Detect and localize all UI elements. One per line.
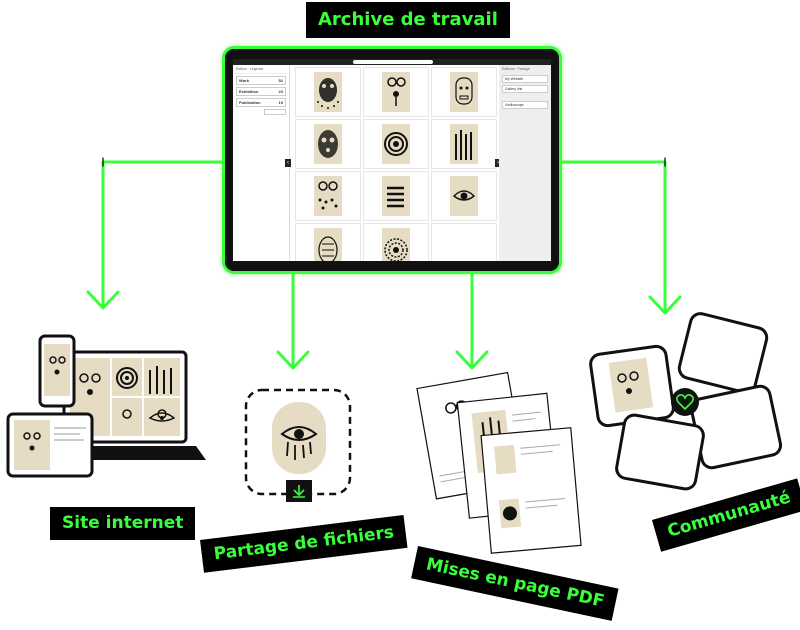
collection-row[interactable]: Exhibition 23 <box>236 87 286 96</box>
chevron-left-icon[interactable]: ‹ <box>285 159 291 167</box>
sharing-panel: Éditions · Partage My Website Gallery li… <box>499 65 551 261</box>
artwork-grid <box>295 67 497 261</box>
artwork-cell[interactable] <box>363 67 429 117</box>
artwork-face-outline <box>455 77 473 105</box>
collection-name: Work <box>239 78 249 83</box>
arrowhead-website <box>86 290 120 310</box>
artwork-fingerprint <box>384 238 408 261</box>
archive-tablet: Édition · Légende Work 52 Exhibition 23 Pu… <box>222 46 562 274</box>
collection-count: 52 <box>278 78 283 83</box>
tablet-topbar <box>233 59 551 65</box>
collection-row[interactable]: Publication 19 <box>236 98 286 107</box>
collection-row[interactable]: Work 52 <box>236 76 286 85</box>
artwork-cell[interactable] <box>295 119 361 169</box>
artwork-eye <box>452 190 476 201</box>
artwork-cell[interactable] <box>431 67 497 117</box>
artwork-eyes-drips <box>387 77 406 106</box>
collections-panel: Édition · Légende Work 52 Exhibition 23 Pu… <box>233 65 290 261</box>
sharing-field[interactable]: Vieilloscope <box>502 101 548 109</box>
artwork-cell[interactable] <box>363 119 429 169</box>
website-devices <box>6 334 206 478</box>
artwork-dashes <box>387 186 404 208</box>
community-illustration <box>589 312 783 491</box>
artwork-cell[interactable] <box>363 171 429 221</box>
artwork-cell[interactable] <box>431 119 497 169</box>
panel-button[interactable] <box>264 109 286 115</box>
connector-community <box>554 160 667 312</box>
sharing-header: Éditions · Partage <box>502 67 530 71</box>
artwork-cell[interactable] <box>295 223 361 261</box>
artwork-cell[interactable] <box>363 223 429 261</box>
arrowhead-file-sharing <box>276 350 310 370</box>
sharing-field[interactable]: Gallery link <box>502 85 548 93</box>
file-sharing-illustration <box>244 388 352 502</box>
artwork-eyes-dots <box>318 181 338 210</box>
collections-header: Édition · Légende <box>233 65 289 74</box>
artwork-spiral <box>384 132 408 156</box>
archive-screen: Édition · Légende Work 52 Exhibition 23 Pu… <box>233 59 551 261</box>
collection-name: Publication <box>239 100 261 105</box>
collection-count: 19 <box>278 100 283 105</box>
arrowhead-community <box>648 295 682 315</box>
artwork-cell[interactable] <box>295 171 361 221</box>
collection-name: Exhibition <box>239 89 259 94</box>
artwork-face-spots <box>318 130 338 158</box>
pdf-pages-illustration <box>416 371 582 554</box>
arrowhead-pdf <box>455 350 489 370</box>
artwork-stems <box>455 130 472 160</box>
artwork-cell[interactable] <box>431 171 497 221</box>
connector-website <box>101 160 224 307</box>
artwork-face-lines <box>318 236 338 261</box>
chevron-right-icon[interactable]: › <box>495 159 501 167</box>
artwork-cell-empty <box>431 223 497 261</box>
label-website: Site internet <box>50 507 196 540</box>
url-bar <box>353 60 433 64</box>
collection-count: 23 <box>278 89 283 94</box>
artwork-face-dots <box>317 78 339 109</box>
sharing-field[interactable]: My Website <box>502 75 548 83</box>
artwork-cell[interactable] <box>295 67 361 117</box>
label-archive: Archive de travail <box>306 2 510 38</box>
